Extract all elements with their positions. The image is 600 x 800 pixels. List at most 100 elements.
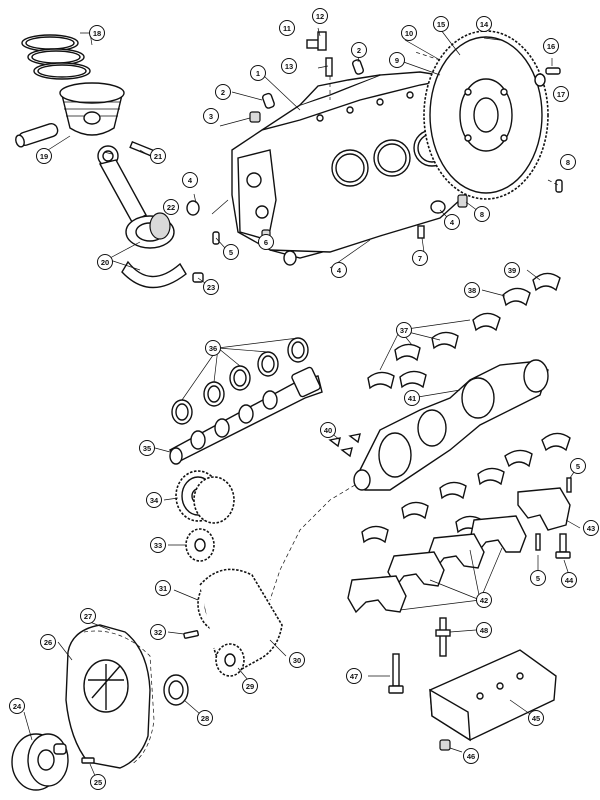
piston-rings <box>21 32 93 80</box>
callout-number: 5 <box>536 574 540 583</box>
damper <box>11 733 69 791</box>
callout-number: 8 <box>480 210 484 219</box>
callout-circle <box>89 25 105 41</box>
callout-circle <box>504 262 520 278</box>
callout-number: 41 <box>408 394 416 403</box>
callout-number: 14 <box>480 20 489 29</box>
callout-circle <box>150 624 166 640</box>
callout-number: 40 <box>324 426 332 435</box>
callout-number: 8 <box>566 158 570 167</box>
key-40 <box>328 433 361 458</box>
callout-number: 43 <box>587 524 595 533</box>
callout-number: 1 <box>256 69 260 78</box>
callout-circle <box>351 42 367 58</box>
small-gear <box>185 528 215 562</box>
callout-circle <box>476 622 492 638</box>
callout-44: 44 <box>561 572 577 588</box>
callout-number: 18 <box>93 29 101 38</box>
callout-circle <box>258 234 274 250</box>
callout-circle <box>139 440 155 456</box>
callout-number: 32 <box>154 628 162 637</box>
callout-circle <box>553 86 569 102</box>
callout-circle <box>320 422 336 438</box>
callout-12: 12 <box>312 8 328 24</box>
callout-14: 14 <box>476 16 492 32</box>
callout-number: 29 <box>246 682 254 691</box>
oil-gallery-plug <box>249 111 261 123</box>
damper-bolt <box>81 757 95 764</box>
callout-number: 39 <box>508 266 516 275</box>
callout-38: 38 <box>464 282 480 298</box>
callout-circle <box>150 537 166 553</box>
callout-16: 16 <box>543 38 559 54</box>
callout-4: 4 <box>182 172 198 188</box>
callout-number: 23 <box>207 283 215 292</box>
callout-circle <box>279 20 295 36</box>
callout-circle <box>476 592 492 608</box>
callout-layer: 1223444555678891011121314151617181920212… <box>9 8 599 790</box>
callout-number: 22 <box>167 203 175 212</box>
callout-circle <box>401 25 417 41</box>
callout-22: 22 <box>163 199 179 215</box>
callout-number: 19 <box>40 152 48 161</box>
cover-gasket <box>83 630 155 765</box>
callout-number: 13 <box>285 62 293 71</box>
callout-number: 6 <box>264 238 268 247</box>
callout-number: 46 <box>467 752 475 761</box>
callout-circle <box>583 520 599 536</box>
callout-5: 5 <box>570 458 586 474</box>
callout-circle <box>543 38 559 54</box>
callout-circle <box>90 774 106 790</box>
stud-48 <box>435 617 451 657</box>
callout-number: 12 <box>316 12 324 21</box>
callout-23: 23 <box>203 279 219 295</box>
large-gear <box>175 470 235 524</box>
expansion-plug <box>186 200 446 266</box>
piston <box>15 82 125 148</box>
callout-number: 35 <box>143 444 151 453</box>
callout-number: 11 <box>283 24 291 33</box>
callout-32: 32 <box>150 624 166 640</box>
cap-bolt <box>535 477 572 559</box>
callout-circle <box>203 108 219 124</box>
callout-circle <box>346 668 362 684</box>
callout-34: 34 <box>146 492 162 508</box>
callout-number: 10 <box>405 29 413 38</box>
callout-30: 30 <box>289 652 305 668</box>
callout-24: 24 <box>9 698 25 714</box>
drain-8 <box>457 179 563 208</box>
fitting-7 <box>417 225 425 239</box>
callout-6: 6 <box>258 234 274 250</box>
nut-46 <box>439 739 451 751</box>
callout-number: 17 <box>557 90 565 99</box>
callout-2: 2 <box>351 42 367 58</box>
callout-number: 36 <box>209 344 217 353</box>
callout-20: 20 <box>97 254 113 270</box>
callout-number: 5 <box>576 462 580 471</box>
callout-circle <box>146 492 162 508</box>
callout-number: 38 <box>468 286 476 295</box>
callout-circle <box>9 698 25 714</box>
callout-number: 47 <box>350 672 358 681</box>
callout-35: 35 <box>139 440 155 456</box>
callout-10: 10 <box>401 25 417 41</box>
callout-circle <box>331 262 347 278</box>
callout-number: 45 <box>532 714 540 723</box>
callout-number: 2 <box>357 46 361 55</box>
callout-19: 19 <box>36 148 52 164</box>
callout-number: 25 <box>94 778 102 787</box>
callout-circle <box>289 652 305 668</box>
camshaft <box>168 366 323 465</box>
callout-circle <box>560 154 576 170</box>
sprocket-bolt <box>183 630 199 639</box>
oil-seal <box>163 674 189 706</box>
callout-number: 16 <box>547 42 555 51</box>
callout-2: 2 <box>215 84 231 100</box>
callout-15: 15 <box>433 16 449 32</box>
callout-number: 5 <box>229 248 233 257</box>
callout-circle <box>163 199 179 215</box>
callout-circle <box>203 279 219 295</box>
callout-circle <box>464 282 480 298</box>
callout-number: 28 <box>201 714 209 723</box>
callout-4: 4 <box>444 214 460 230</box>
